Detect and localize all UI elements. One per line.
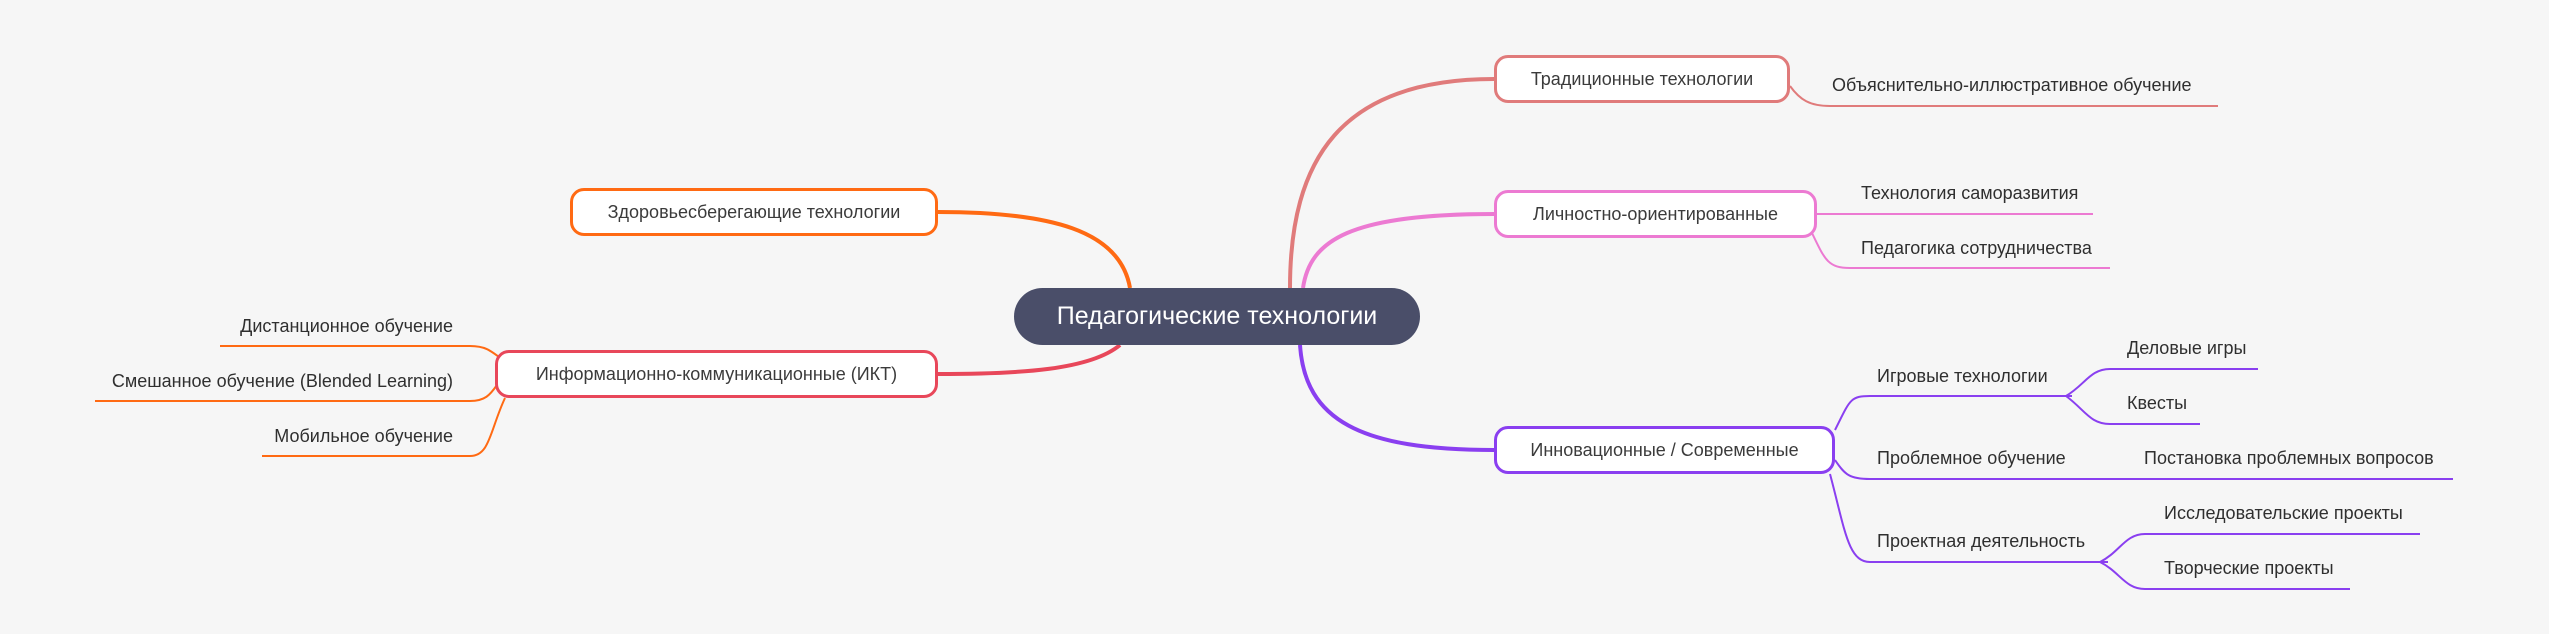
subtopic-label: Объяснительно-иллюстративное обучение xyxy=(1832,75,2192,95)
subtopic-label: Проектная деятельность xyxy=(1877,531,2086,551)
subtopic-explanatory[interactable]: Объяснительно-иллюстративное обучение xyxy=(1832,74,2192,96)
subtopic-blended-learning[interactable]: Смешанное обучение (Blended Learning) xyxy=(112,370,453,392)
topic-label: Традиционные технологии xyxy=(1530,68,1754,89)
topic-label: Здоровьесберегающие технологии xyxy=(607,201,901,222)
topic-health[interactable]: Здоровьесберегающие технологии xyxy=(570,188,938,236)
subtopic-label: Квесты xyxy=(2127,393,2188,413)
subtopic-quests[interactable]: Квесты xyxy=(2127,392,2187,414)
subtopic-label: Игровые технологии xyxy=(1877,366,2048,386)
subtopic-label: Проблемное обучение xyxy=(1877,448,2066,468)
subtopic-game-tech[interactable]: Игровые технологии xyxy=(1877,365,2048,387)
subtopic-label: Смешанное обучение (Blended Learning) xyxy=(111,371,453,391)
topic-personal[interactable]: Личностно-ориентированные xyxy=(1494,190,1817,238)
subtopic-business-games[interactable]: Деловые игры xyxy=(2127,337,2246,359)
subtopic-mobile-learning[interactable]: Мобильное обучение xyxy=(274,425,453,447)
topic-label: Личностно-ориентированные xyxy=(1533,203,1778,224)
subtopic-label: Дистанционное обучение xyxy=(240,316,453,336)
topic-label: Инновационные / Современные xyxy=(1530,439,1799,460)
subtopic-research-projects[interactable]: Исследовательские проекты xyxy=(2164,502,2403,524)
subtopic-label: Постановка проблемных вопросов xyxy=(2144,448,2434,468)
subtopic-self-development[interactable]: Технология саморазвития xyxy=(1861,182,2078,204)
subtopic-distance-learning[interactable]: Дистанционное обучение xyxy=(240,315,453,337)
topic-ict[interactable]: Информационно-коммуникационные (ИКТ) xyxy=(495,350,938,398)
topic-label: Информационно-коммуникационные (ИКТ) xyxy=(535,363,898,384)
subtopic-label: Мобильное обучение xyxy=(274,426,453,446)
subtopic-problem-learning[interactable]: Проблемное обучение xyxy=(1877,447,2066,469)
topic-traditional[interactable]: Традиционные технологии xyxy=(1494,55,1790,103)
subtopic-project-activity[interactable]: Проектная деятельность xyxy=(1877,530,2085,552)
central-topic-label: Педагогические технологии xyxy=(1056,302,1378,330)
subtopic-label: Творческие проекты xyxy=(2164,558,2334,578)
central-topic[interactable]: Педагогические технологии xyxy=(1014,288,1420,345)
subtopic-label: Деловые игры xyxy=(2127,338,2247,358)
subtopic-label: Технология саморазвития xyxy=(1861,183,2079,203)
subtopic-creative-projects[interactable]: Творческие проекты xyxy=(2164,557,2334,579)
topic-innovative[interactable]: Инновационные / Современные xyxy=(1494,426,1835,474)
subtopic-label: Педагогика сотрудничества xyxy=(1861,238,2092,258)
subtopic-label: Исследовательские проекты xyxy=(2164,503,2403,523)
subtopic-problem-questions[interactable]: Постановка проблемных вопросов xyxy=(2144,447,2434,469)
subtopic-cooperation[interactable]: Педагогика сотрудничества xyxy=(1861,237,2092,259)
